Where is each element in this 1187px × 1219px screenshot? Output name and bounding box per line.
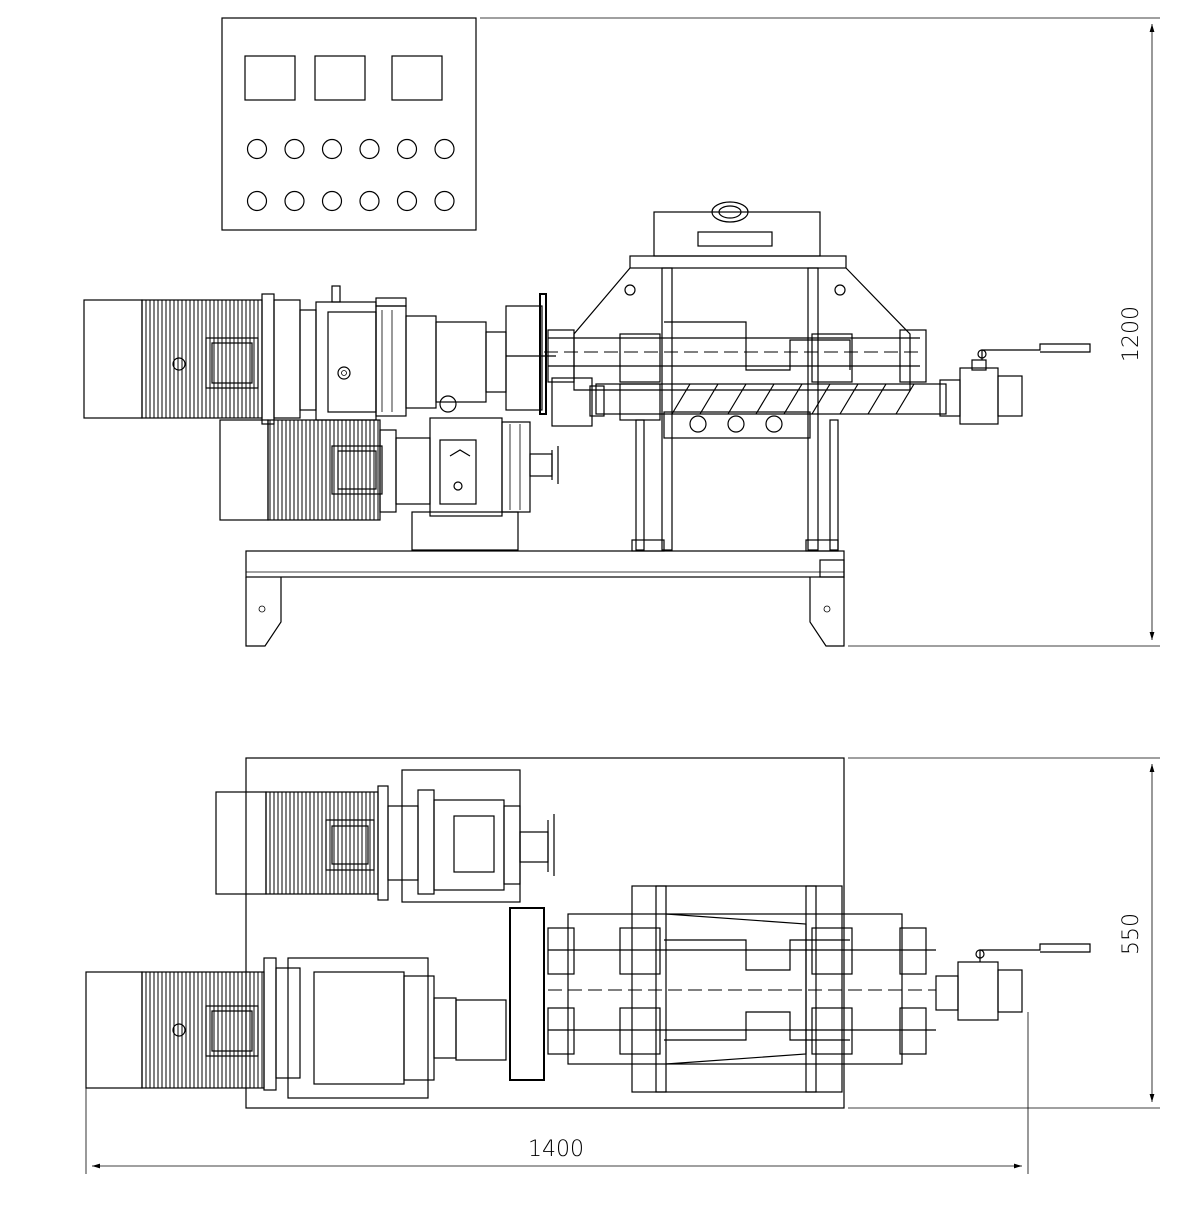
panel-button	[396, 138, 418, 160]
upper-gearbox	[299, 285, 556, 421]
depth-label: 550	[1119, 913, 1144, 955]
panel-button	[284, 138, 305, 160]
top-upper-motor	[215, 769, 555, 903]
panel-button	[246, 190, 268, 212]
panel-display	[244, 55, 296, 101]
top-outlet-valve	[935, 943, 1091, 1021]
panel-buttons	[246, 138, 455, 212]
upper-motor	[83, 293, 301, 425]
panel-displays	[244, 55, 443, 101]
panel-button	[396, 190, 418, 212]
panel-button	[246, 138, 268, 160]
front-view: 1200	[83, 17, 1160, 647]
top-mixing-trough	[547, 885, 936, 1093]
panel-display	[391, 55, 443, 101]
lower-motor	[219, 419, 431, 521]
height-dimension: 1200	[480, 17, 1160, 647]
top-base-frame	[245, 757, 845, 1109]
top-lower-motor	[85, 907, 545, 1099]
panel-button	[434, 138, 455, 160]
panel-button	[321, 138, 343, 160]
top-view: 550 1400	[85, 757, 1160, 1174]
panel-display	[314, 55, 366, 101]
control-panel	[221, 17, 477, 231]
base-frame	[245, 550, 845, 647]
depth-dimension: 550	[848, 757, 1160, 1109]
panel-button	[434, 190, 455, 212]
height-label: 1200	[1119, 306, 1144, 362]
length-dimension: 1400	[85, 1012, 1029, 1174]
outlet-valve	[939, 343, 1091, 425]
mixing-trough	[544, 201, 947, 552]
length-label: 1400	[528, 1137, 584, 1162]
panel-button	[284, 190, 305, 212]
panel-button	[321, 190, 343, 212]
lower-gearbox	[411, 395, 559, 551]
panel-button	[359, 138, 380, 160]
panel-button	[359, 190, 380, 212]
